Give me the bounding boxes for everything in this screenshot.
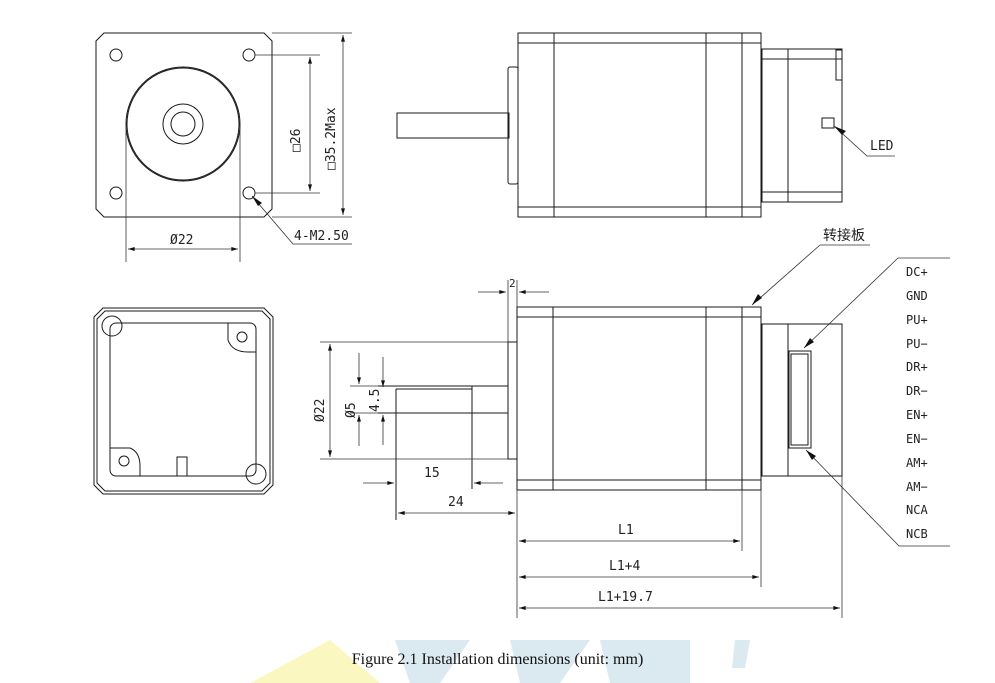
pin-label: PU+ <box>906 313 928 327</box>
bolt-square-label: □26 <box>289 129 304 152</box>
shaft-circle <box>170 111 196 137</box>
rear-view <box>93 307 274 495</box>
length-l1-197-label: L1+19.7 <box>598 590 653 605</box>
flat-length-label: 15 <box>424 466 440 481</box>
flange-outline <box>95 32 273 218</box>
led-label: LED <box>870 139 894 154</box>
pin-label: DR+ <box>906 360 928 374</box>
side-view-bottom: 2 Ø22 Ø5 4.5 15 24 L1 L1+4 L1+19.7 <box>313 257 950 618</box>
shaft-diameter-label: Ø5 <box>344 402 359 418</box>
watermark <box>250 640 750 683</box>
mount-hole <box>109 186 123 200</box>
pin-label: NCB <box>906 527 928 541</box>
motor-body <box>517 32 743 218</box>
driver-cover <box>109 322 257 477</box>
adapter-board-callout: 转接板 <box>751 227 870 306</box>
pin-label: AM− <box>906 480 928 494</box>
shaft <box>396 112 510 139</box>
adapter-board-label: 转接板 <box>823 227 865 244</box>
motor-body <box>516 306 743 491</box>
connector <box>788 350 812 449</box>
length-l1-label: L1 <box>618 523 634 538</box>
shaft-flat-label: 4.5 <box>368 389 383 412</box>
connector-pin-list: DC+ GND PU+ PU− DR+ DR− EN+ EN− AM+ AM− … <box>906 265 928 541</box>
boss-diameter-label: Ø22 <box>170 233 193 248</box>
length-l1-4-label: L1+4 <box>609 559 640 574</box>
connector-latch <box>176 456 188 477</box>
driver-board <box>761 48 843 203</box>
mount-holes-label: 4-M2.50 <box>294 229 349 244</box>
mount-hole <box>242 48 256 62</box>
shaft-ring <box>162 103 204 145</box>
mount-hole <box>109 48 123 62</box>
driver-board <box>761 323 843 477</box>
pin-label: EN+ <box>906 408 928 422</box>
side-view-top: LED <box>396 32 895 218</box>
front-view: □26 □35.2Max Ø22 4-M2.50 <box>95 32 352 262</box>
pin-label: AM+ <box>906 456 928 470</box>
flange-square-label: □35.2Max <box>324 107 339 170</box>
pin-label: DC+ <box>906 265 928 279</box>
pin-label: DR− <box>906 384 928 398</box>
flange-thickness-label: 2 <box>509 277 516 290</box>
shaft-length-label: 24 <box>448 495 464 510</box>
end-cap <box>741 32 762 218</box>
end-cap <box>741 306 762 491</box>
pin-label: GND <box>906 289 928 303</box>
pin-label: PU− <box>906 337 928 351</box>
led-indicator <box>821 117 835 129</box>
figure-caption: Figure 2.1 Installation dimensions (unit… <box>351 651 644 668</box>
boss <box>507 341 518 460</box>
pin-label: EN− <box>906 432 928 446</box>
pin-label: NCA <box>906 503 928 517</box>
boss-diameter-label: Ø22 <box>313 399 328 422</box>
